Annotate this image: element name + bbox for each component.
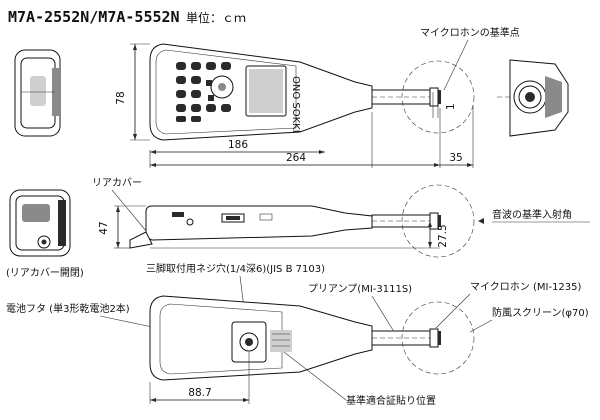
dims-side: 47 27.5 bbox=[98, 205, 449, 249]
label-rear-cover-open: (リアカバー開閉) bbox=[6, 267, 84, 279]
label-windscreen: 防風スクリーン(φ70) bbox=[492, 306, 589, 319]
dim-height-top: 78 bbox=[115, 91, 127, 104]
dim-mic-offset: 35 bbox=[449, 152, 462, 164]
label-cert-label-pos: 基準適合証貼り位置 bbox=[346, 394, 436, 407]
dim-length-body: 186 bbox=[228, 139, 248, 151]
dim-ref-small: 1 bbox=[445, 103, 457, 110]
meter-top-view: ONO SOKKI bbox=[149, 43, 475, 141]
label-tripod-screw: 三脚取付用ネジ穴(1/4深6)(JIS B 7103) bbox=[146, 262, 325, 275]
dims-top: 78 186 264 35 1 bbox=[115, 43, 474, 168]
windscreen-bottom bbox=[401, 301, 475, 375]
meter-bottom-view bbox=[149, 295, 475, 381]
dims-bottom: 88.7 bbox=[149, 352, 250, 404]
label-preamp: プリアンプ(MI-3111S) bbox=[308, 283, 412, 295]
label-rear-cover: リアカバー bbox=[92, 177, 142, 189]
end-view-left bbox=[14, 49, 61, 137]
unit-label: 単位：ｃｍ bbox=[186, 10, 246, 25]
keypad bbox=[176, 62, 234, 122]
meter-side-view bbox=[129, 184, 475, 258]
windscreen-top bbox=[401, 60, 475, 134]
dim-height-side: 47 bbox=[98, 221, 110, 234]
cert-label-area bbox=[270, 330, 292, 352]
end-view-right bbox=[495, 59, 569, 137]
model-title: M7A-2552N/M7A-5552N bbox=[8, 8, 180, 26]
windscreen-side bbox=[401, 184, 475, 258]
label-microphone: マイクロホン (MI-1235) bbox=[470, 281, 582, 293]
label-mic-ref-point: マイクロホンの基準点 bbox=[420, 26, 520, 39]
mic-top bbox=[429, 87, 439, 107]
label-incidence-angle: 音波の基準入射角 bbox=[492, 208, 572, 221]
dim-length-total: 264 bbox=[286, 152, 306, 164]
dim-mic-height: 27.5 bbox=[437, 224, 449, 247]
end-view-left-side bbox=[9, 189, 71, 257]
dim-bottom-width: 88.7 bbox=[188, 387, 211, 399]
brand-text: ONO SOKKI bbox=[290, 76, 301, 133]
label-battery-cover: 電池フタ (単3形乾電池2本) bbox=[6, 302, 130, 315]
